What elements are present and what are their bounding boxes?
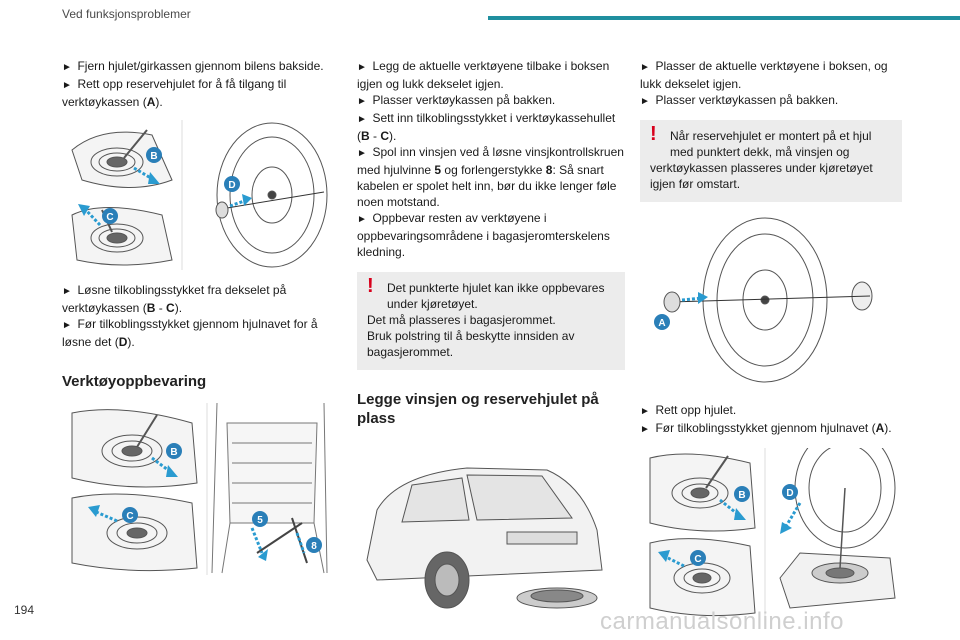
step-connector-through-hub: Før tilkoblingsstykket gjennom hjulnavet… [640,420,902,438]
warning-box-spare-mounted: ! Når reservehjulet er montert på et hju… [640,120,902,202]
column-2: Legg de aktuelle verktøyene tilbake i bo… [357,58,625,610]
step-store-tools: Oppbevar resten av verktøyene i oppbevar… [357,210,625,260]
label-a: A [658,318,665,329]
watermark: carmanualsonline.info [600,608,844,635]
column-3: Plasser de aktuelle verktøyene i boksen,… [640,58,902,620]
column-1: Fjern hjulet/girkassen gjennom bilens ba… [62,58,330,575]
exclamation-icon: ! [367,275,374,297]
step-spool-winch: Spol inn vinsjen ved å løsne vinsjkontro… [357,144,625,210]
step-loosen-connector: Løsne tilkoblingsstykket fra dekselet på… [62,282,330,316]
step-raise-spare: Rett opp reservehjulet for å få tilgang … [62,76,330,110]
figure-winch-toolbox: B C D [640,448,902,620]
step-place-tools-box: Plasser de aktuelle verktøyene i boksen,… [640,58,902,92]
label-5: 5 [257,515,263,526]
header-title: Ved funksjonsproblemer [62,7,191,21]
figure-tool-storage: B C 5 [62,403,330,575]
figure-wheel-hub: A [640,212,902,394]
figure-car-rear [357,440,625,610]
warning-box-punctured-wheel: ! Det punkterte hjulet kan ikke oppbevar… [357,272,625,370]
step-raise-wheel: Rett opp hjulet. [640,402,902,420]
figure-winch-release: B C D [62,120,330,270]
label-c: C [126,511,133,522]
label-c: C [106,212,113,223]
step-place-toolbox-ground: Plasser verktøykassen på bakken. [640,92,902,110]
label-b: B [150,151,157,162]
label-b: B [170,447,177,458]
step-remove-wheel: Fjern hjulet/girkassen gjennom bilens ba… [62,58,330,76]
section-title-stow-winch: Legge vinsjen og reservehjulet på plass [357,391,599,427]
label-b: B [738,490,745,501]
step-insert-connector: Sett inn tilkoblingsstykket i verktøykas… [357,110,625,144]
page-number: 194 [14,603,35,617]
step-return-tools: Legg de aktuelle verktøyene tilbake i bo… [357,58,625,92]
section-title-tool-storage: Verktøyoppbevaring [62,373,207,390]
label-c: C [694,554,701,565]
step-through-hub: Før tilkoblingsstykket gjennom hjulnavet… [62,316,330,350]
label-d: D [786,488,793,499]
exclamation-icon: ! [650,123,657,145]
header-accent-bar [488,16,960,20]
step-place-toolbox: Plasser verktøykassen på bakken. [357,92,625,110]
label-8: 8 [311,541,317,552]
label-d: D [228,180,235,191]
